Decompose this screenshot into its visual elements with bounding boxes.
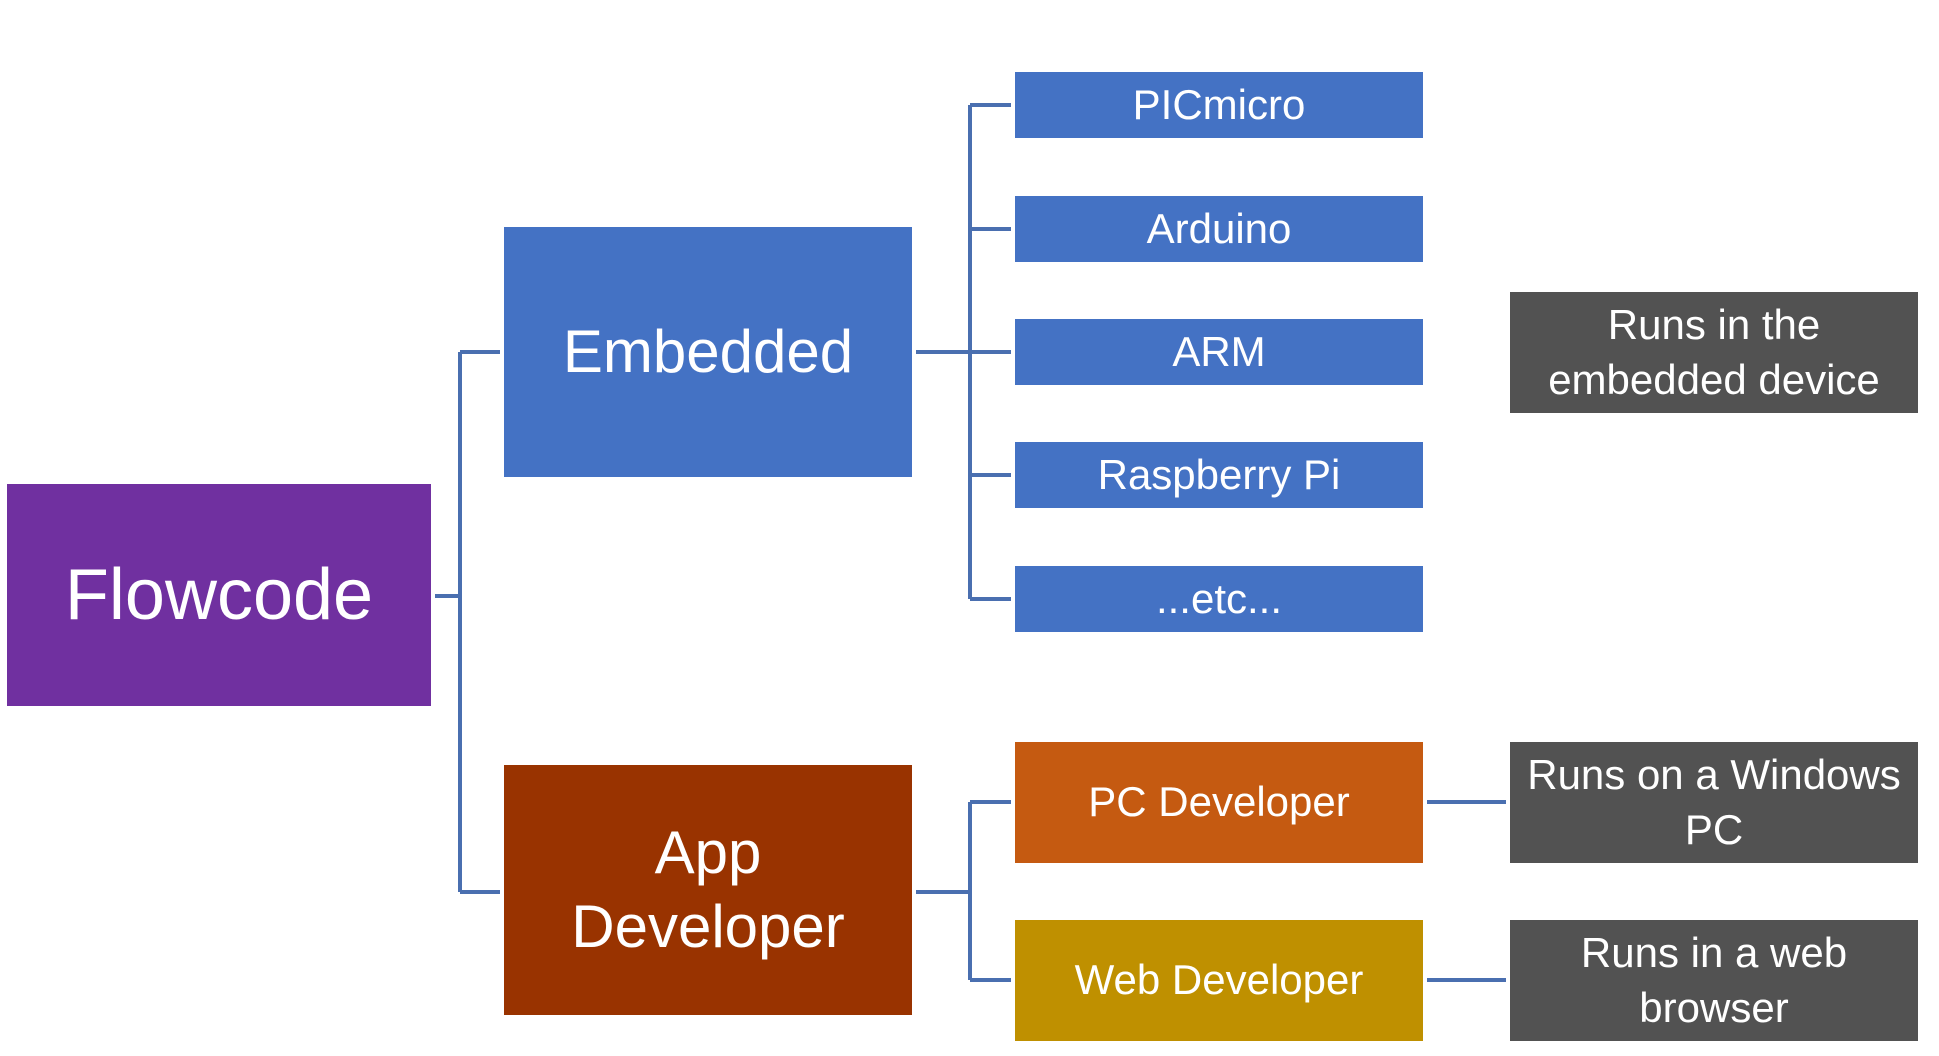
flowcode-node: Flowcode — [7, 484, 431, 706]
embedded-node: Embedded — [504, 227, 912, 477]
connector-app-to-platforms — [916, 800, 1011, 982]
target-label: ...etc... — [1155, 574, 1283, 622]
web-note-text: Runs in a web browser — [1580, 928, 1848, 1031]
target-node-etc: ...etc... — [1015, 566, 1423, 632]
target-label: PICmicro — [1132, 80, 1306, 128]
target-node-raspberry-pi: Raspberry Pi — [1015, 442, 1423, 508]
flowcode-label: Flowcode — [64, 554, 374, 635]
target-node-arduino: Arduino — [1015, 196, 1423, 262]
target-label: Raspberry Pi — [1097, 450, 1341, 498]
target-label: ARM — [1172, 327, 1266, 375]
pc-developer-node: PC Developer — [1015, 742, 1423, 863]
pc-note-text: Runs on a Windows PC — [1527, 750, 1901, 853]
web-developer-node: Web Developer — [1015, 920, 1423, 1041]
target-label: Arduino — [1146, 204, 1292, 252]
embedded-label: Embedded — [562, 318, 854, 385]
pc-developer-label: PC Developer — [1088, 778, 1350, 826]
web-developer-label: Web Developer — [1074, 956, 1364, 1004]
app-developer-node: App Developer — [504, 765, 912, 1015]
embedded-note-text: Runs in the embedded device — [1548, 300, 1880, 403]
app-developer-label: App Developer — [571, 819, 845, 960]
target-node-picmicro: PICmicro — [1015, 72, 1423, 138]
connector-embedded-to-targets — [916, 103, 1011, 601]
target-node-arm: ARM — [1015, 319, 1423, 385]
embedded-note: Runs in the embedded device — [1510, 292, 1918, 413]
pc-developer-note: Runs on a Windows PC — [1510, 742, 1918, 863]
web-developer-note: Runs in a web browser — [1510, 920, 1918, 1041]
connector-root-to-categories — [435, 350, 500, 894]
